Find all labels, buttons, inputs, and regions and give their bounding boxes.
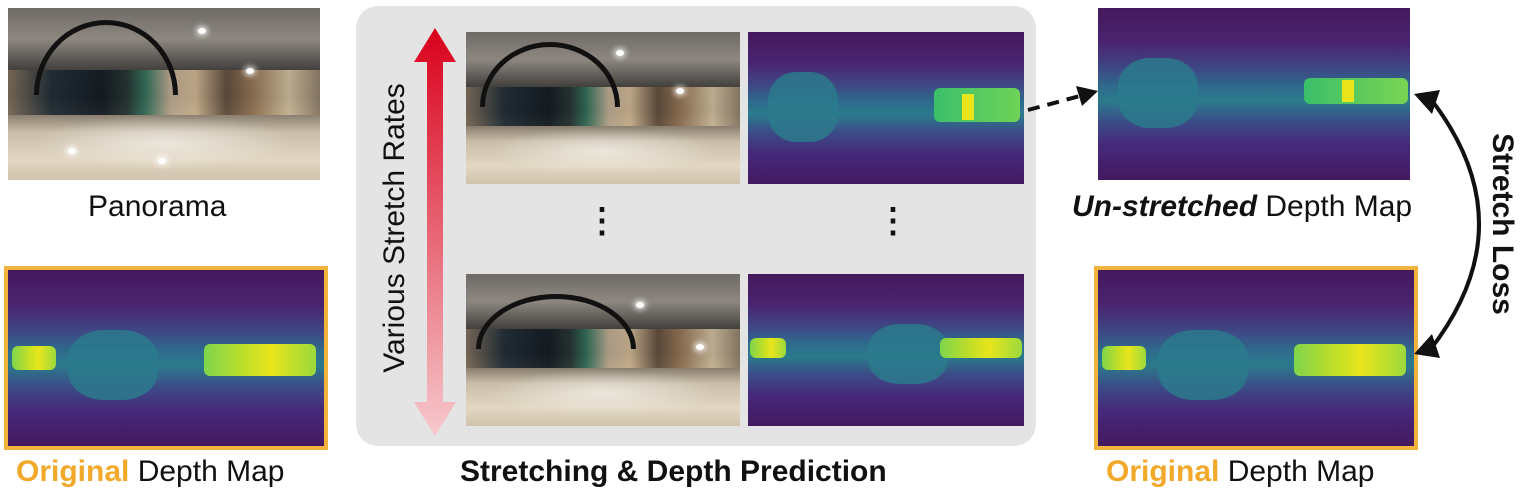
stretched-depth-bottom xyxy=(748,274,1024,426)
various-stretch-rates-label: Various Stretch Rates xyxy=(378,83,411,373)
unstretched-depth-map-label: Un-stretched Depth Map xyxy=(1072,190,1412,224)
stretched-depth-top xyxy=(748,32,1024,184)
stretched-panorama-bottom xyxy=(466,274,740,426)
original-depth-map-label-left: Original Depth Map xyxy=(16,455,284,489)
stretched-panorama-top xyxy=(466,32,740,184)
original-depth-map-left xyxy=(4,266,328,450)
depth-map-text: Depth Map xyxy=(129,455,285,488)
stretch-rate-arrow xyxy=(414,28,456,436)
unstretched-emphasis: Un-stretched xyxy=(1072,190,1258,223)
dashed-arrow xyxy=(1027,86,1098,112)
stretching-depth-prediction-title: Stretching & Depth Prediction xyxy=(460,455,887,488)
panorama-image xyxy=(8,8,320,180)
original-depth-map-label-right: Original Depth Map xyxy=(1106,455,1374,489)
depth-map-text: Depth Map xyxy=(1257,190,1413,223)
depth-map-text: Depth Map xyxy=(1219,455,1375,488)
stretch-loss-label: Stretch Loss xyxy=(1486,133,1519,315)
panorama-label: Panorama xyxy=(88,190,227,223)
original-highlight: Original xyxy=(16,455,130,488)
original-highlight: Original xyxy=(1106,455,1220,488)
ellipsis-right: ⋮ xyxy=(876,202,910,240)
ellipsis-left: ⋮ xyxy=(585,202,619,240)
stretch-loss-arrow xyxy=(1414,90,1481,358)
unstretched-depth-map xyxy=(1098,8,1410,180)
original-depth-map-right xyxy=(1094,266,1418,450)
